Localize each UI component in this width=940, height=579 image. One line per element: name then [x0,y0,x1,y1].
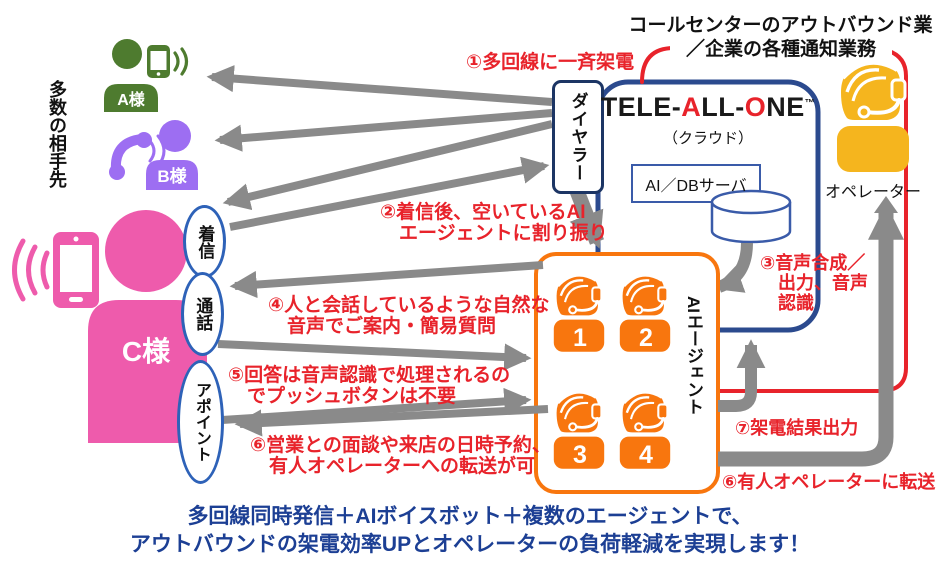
transfer-to-operator-arrow [718,203,905,467]
dialer-call-arrows [206,65,553,231]
annotation-5: ⑤回答は音声認識で処理されるの でプッシュボタンは不要 [228,365,511,408]
agent-4-number: 4 [639,441,653,469]
call-result-arrow [718,339,766,412]
customer-a-icon [104,39,189,112]
header-line2: ／企業の各種通知業務 [670,34,892,61]
logo-tm-mark: ™ [804,98,816,109]
handset-icon [109,132,152,180]
annotation-6: ⑥営業との面談や来店の日時予約、 有人オペレーターへの転送が可 [250,435,551,478]
agent-2-number: 2 [639,324,653,352]
annotation-6b: ⑥有人オペレーターに転送 [722,472,936,492]
cloud-subtitle: （クラウド） [662,130,753,147]
smartphone-icon [53,232,99,308]
scope-bracket [640,46,908,393]
many-recipients-label: 多数の相手先 [47,80,67,188]
annotation-7: ⑦架電結果出力 [735,418,859,438]
conversation-arrows [217,261,549,437]
logo-part: LL- [701,92,745,122]
agent-1-number: 1 [573,324,587,352]
ai-agent-icons: 1 2 3 4 [552,273,672,471]
ring-waves-icon [173,47,189,76]
logo-part-red-a: A [681,92,702,122]
database-cylinder [710,189,792,244]
appointment-oval: アポイント [177,360,224,484]
agent-3-number: 3 [573,441,587,469]
tele-all-one-logo: TELE-ALL-ONE™ [600,92,816,123]
customer-a-label: A様 [117,92,145,109]
operator-icon [835,60,911,174]
smartphone-icon [147,45,170,78]
operator-label: オペレーター [824,184,921,201]
logo-part: NE [766,92,805,122]
annotation-2: ②着信後、空いているAI エージェントに割り振り [380,202,608,245]
annotation-3: ③音声合成／ 出力、音声 認識 [760,253,868,314]
summary-text: 多回線同時発信＋AIボイスボット＋複数のエージェントで、 アウトバウンドの架電効… [129,505,811,556]
incoming-call-oval: 着信 [183,205,226,278]
ai-agents-label: AIエージェント [684,296,703,415]
talking-oval: 通話 [181,272,224,356]
annotation-4: ④人と会話しているような自然な 音声でご案内・簡易質問 [268,295,550,338]
dialer-box: ダイヤラー [552,80,604,194]
logo-part-red-o: O [744,92,767,122]
customer-b-label: B様 [157,167,187,186]
dialer-label: ダイヤラー [568,92,588,182]
logo-part: TELE- [600,92,682,122]
ai-db-server-label: AI／DBサーバ [645,177,747,195]
ring-waves-icon [12,238,50,302]
speech-synthesis-arrow [713,242,753,293]
customer-b-icon [109,120,198,190]
customer-c-label: C様 [121,336,171,367]
annotation-1: ①多回線に一斉架電 [466,52,635,73]
operator-arrowhead [874,196,898,213]
dialer-to-agents-arrow [569,188,604,249]
